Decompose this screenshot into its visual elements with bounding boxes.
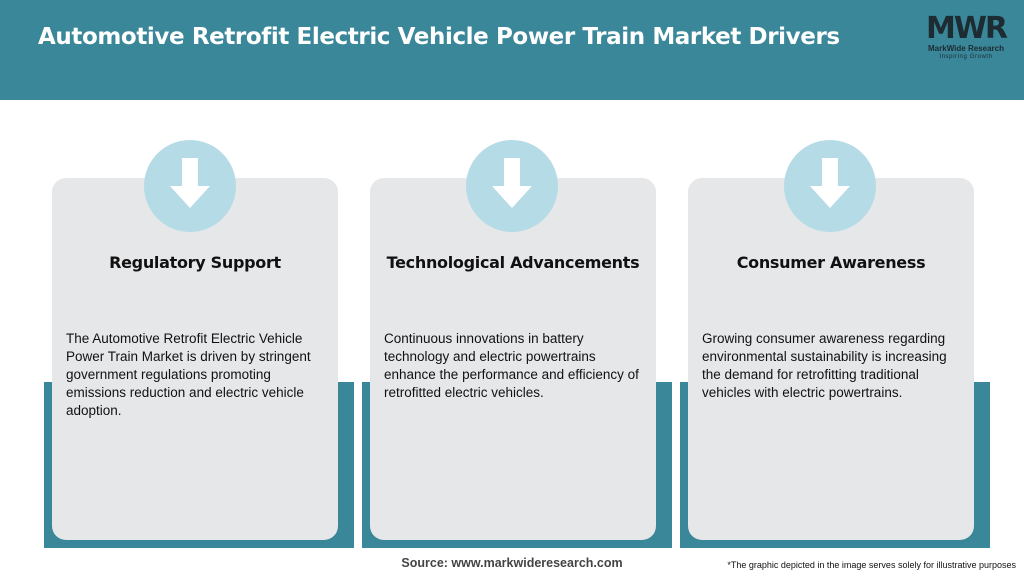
header-banner: Automotive Retrofit Electric Vehicle Pow… bbox=[0, 0, 1024, 100]
logo-tagline: Inspiring Growth bbox=[939, 54, 993, 60]
arrow-down-icon bbox=[784, 140, 876, 232]
markwide-logo: MWR MarkWide Research Inspiring Growth bbox=[916, 8, 1016, 60]
arrow-down-icon bbox=[144, 140, 236, 232]
card-description: The Automotive Retrofit Electric Vehicle… bbox=[66, 331, 311, 418]
driver-card-regulatory: Regulatory Support The Automotive Retrof… bbox=[44, 178, 354, 548]
card-panel: Technological Advancements Continuous in… bbox=[370, 178, 656, 540]
mwr-logo-mark: MWR bbox=[926, 11, 1010, 44]
card-title: Consumer Awareness bbox=[736, 253, 926, 272]
card-panel: Regulatory Support The Automotive Retrof… bbox=[52, 178, 338, 540]
card-title: Regulatory Support bbox=[109, 253, 281, 272]
card-description: Growing consumer awareness regarding env… bbox=[702, 331, 947, 400]
card-title: Technological Advancements bbox=[386, 253, 640, 272]
disclaimer-note: *The graphic depicted in the image serve… bbox=[727, 560, 1016, 570]
svg-text:MWR: MWR bbox=[926, 11, 1008, 44]
arrow-down-icon bbox=[466, 140, 558, 232]
driver-card-technological: Technological Advancements Continuous in… bbox=[362, 178, 672, 548]
card-panel: Consumer Awareness Growing consumer awar… bbox=[688, 178, 974, 540]
card-description: Continuous innovations in battery techno… bbox=[384, 331, 639, 400]
driver-card-consumer: Consumer Awareness Growing consumer awar… bbox=[680, 178, 990, 548]
source-credit: Source: www.markwideresearch.com bbox=[401, 556, 623, 570]
logo-name: MarkWide Research bbox=[928, 44, 1004, 53]
page-title: Automotive Retrofit Electric Vehicle Pow… bbox=[38, 24, 840, 50]
